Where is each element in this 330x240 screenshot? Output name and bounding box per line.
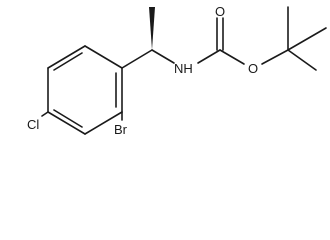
bond-ring-inner-double-3 bbox=[53, 52, 83, 71]
bond-ester-oxygen-to-tbutyl bbox=[261, 49, 289, 65]
bond-tbutyl-methyl-right bbox=[287, 27, 327, 51]
bond-ring-c5-c6 bbox=[47, 45, 86, 69]
molecule-structure: O O NH Cl Br bbox=[27, 4, 327, 137]
bond-ring-c3-c4 bbox=[47, 111, 86, 135]
atom-label-chlorine: Cl bbox=[27, 117, 39, 132]
atom-label-bromine: Br bbox=[114, 122, 128, 137]
bond-ring-to-chlorine bbox=[41, 111, 49, 117]
bond-nitrogen-to-carbonyl bbox=[197, 49, 221, 64]
atom-label-oxygen-ester: O bbox=[248, 61, 258, 76]
bond-ring-to-chiral-carbon bbox=[121, 49, 153, 69]
benzene-ring bbox=[47, 45, 123, 135]
bond-ring-c2-c3 bbox=[84, 111, 123, 135]
bond-chiral-carbon-to-nitrogen bbox=[151, 49, 175, 64]
atom-label-oxygen-carbonyl: O bbox=[215, 4, 225, 19]
structure-canvas: O O NH Cl Br bbox=[27, 4, 327, 137]
bond-ring-inner-double-2 bbox=[53, 109, 83, 128]
bond-ring-c6-c1 bbox=[84, 45, 123, 69]
bond-tbutyl-methyl-down bbox=[287, 49, 317, 71]
atom-label-nitrogen: NH bbox=[174, 61, 193, 76]
bond-carbonyl-to-ester-oxygen bbox=[219, 49, 245, 65]
wedge-bond-methyl bbox=[149, 7, 155, 50]
